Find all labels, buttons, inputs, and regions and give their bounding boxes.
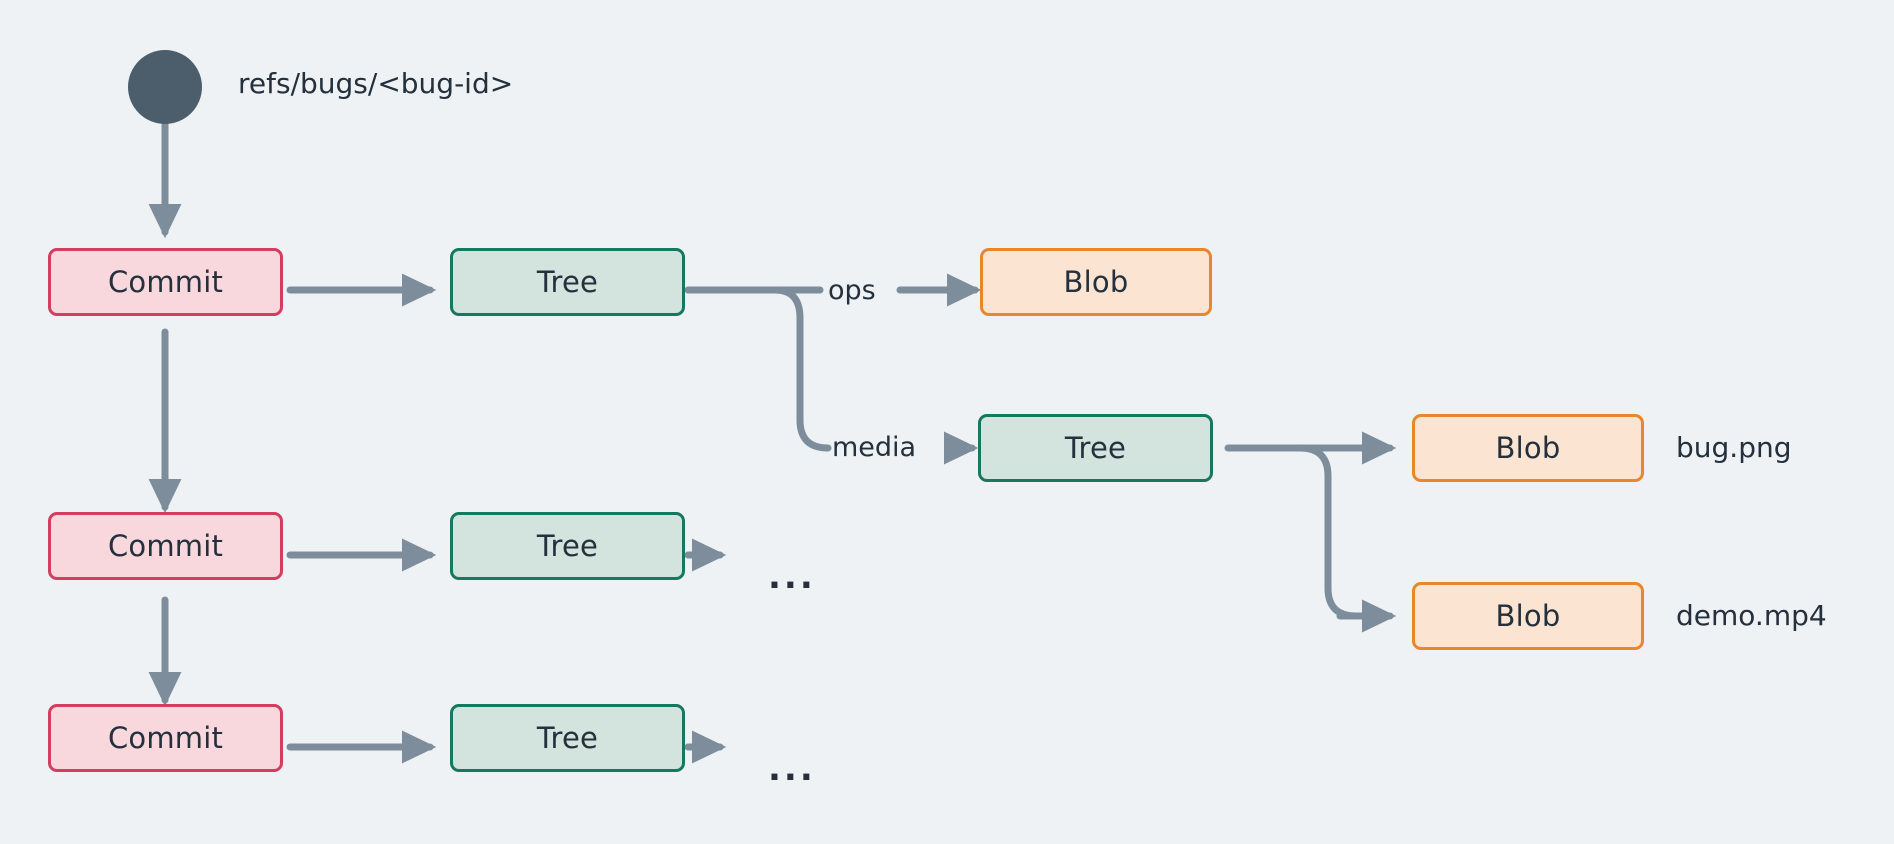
wire-treemedia-branch-to-demo: [1296, 444, 1384, 620]
ellipsis-row-2: ...: [768, 557, 816, 597]
node-tree-2[interactable]: Tree: [450, 512, 685, 580]
node-tree-3[interactable]: Tree: [450, 704, 685, 772]
node-blob-demo-mp4[interactable]: Blob: [1412, 582, 1644, 650]
wire-tree1-branch-to-media: [771, 286, 832, 452]
ref-root-node: [128, 50, 202, 124]
file-label-bug-png: bug.png: [1676, 431, 1792, 464]
edge-label-media: media: [832, 432, 917, 463]
node-tree-1[interactable]: Tree: [450, 248, 685, 316]
file-label-demo-mp4: demo.mp4: [1676, 599, 1827, 632]
node-commit-2[interactable]: Commit: [48, 512, 283, 580]
node-blob-ops[interactable]: Blob: [980, 248, 1212, 316]
node-blob-bug-png[interactable]: Blob: [1412, 414, 1644, 482]
ellipsis-row-3: ...: [768, 749, 816, 789]
node-tree-media[interactable]: Tree: [978, 414, 1213, 482]
edge-label-ops: ops: [828, 275, 876, 306]
ref-name-label: refs/bugs/<bug-id>: [238, 67, 514, 100]
node-commit-1[interactable]: Commit: [48, 248, 283, 316]
node-commit-3[interactable]: Commit: [48, 704, 283, 772]
